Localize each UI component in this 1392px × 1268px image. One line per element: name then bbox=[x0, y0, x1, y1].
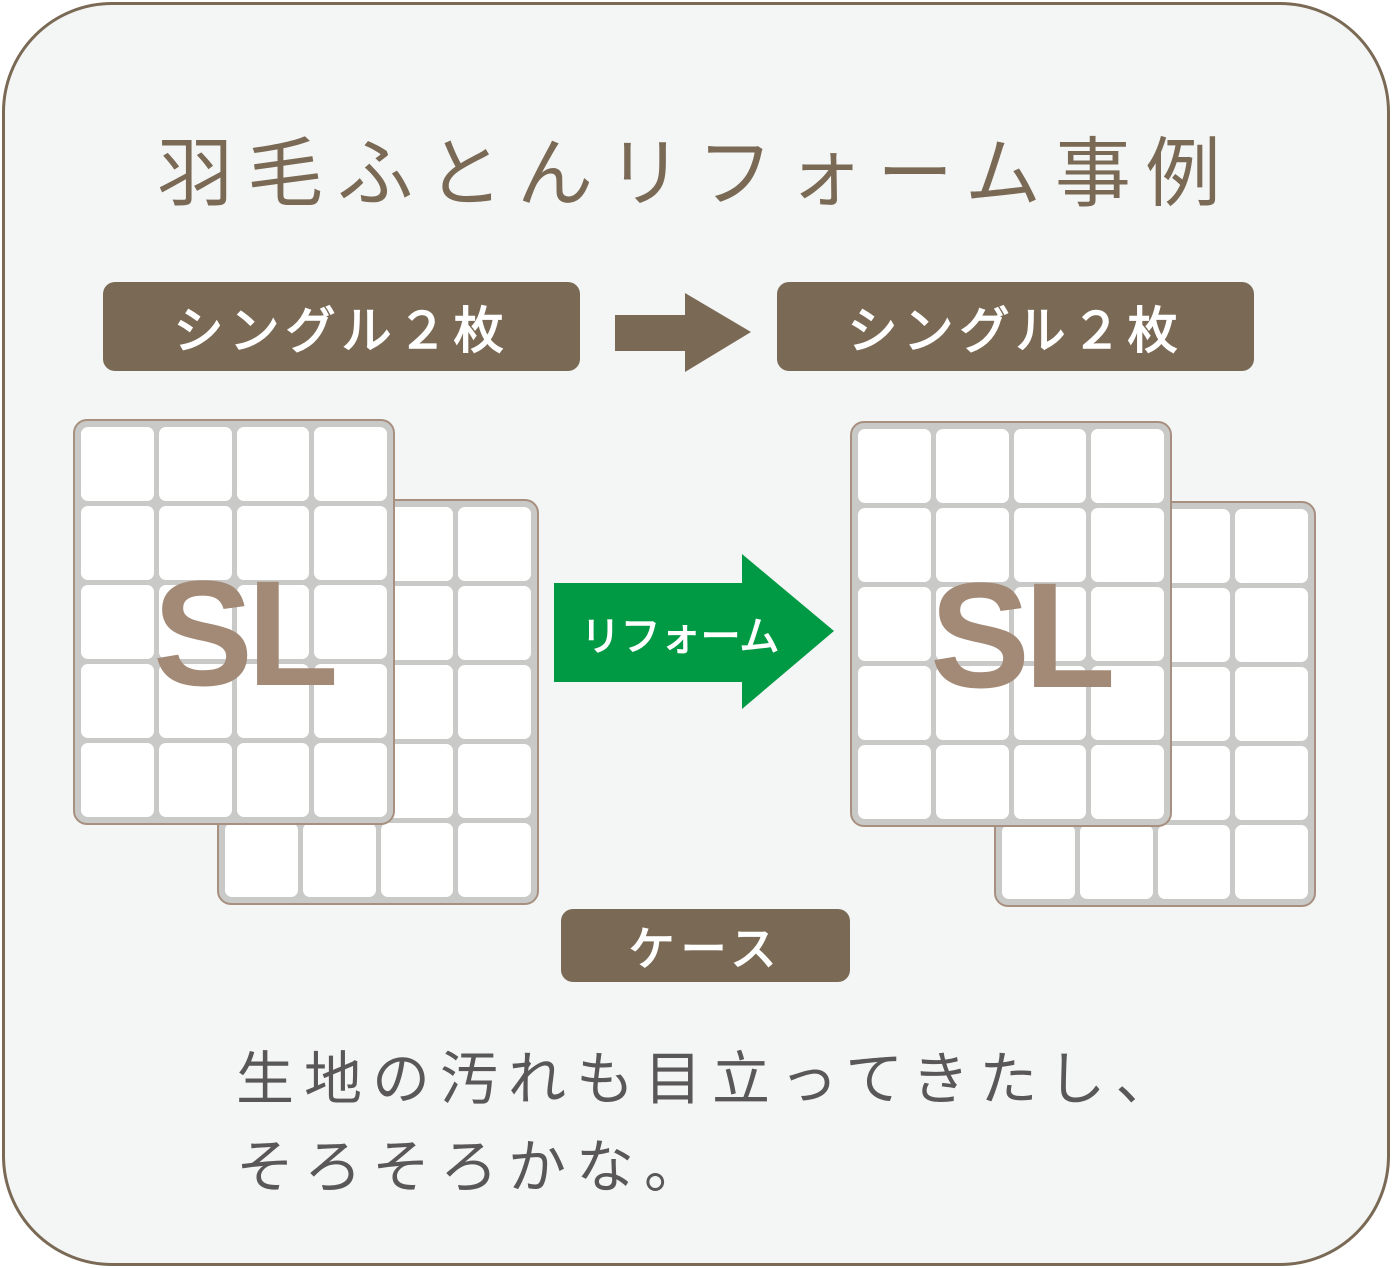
quilt-cell bbox=[314, 585, 387, 659]
quilt-cell bbox=[81, 506, 154, 580]
quilt-cell bbox=[1235, 825, 1308, 899]
quilt-after-front bbox=[850, 421, 1172, 827]
quilt-cell bbox=[236, 585, 310, 659]
quilt-cell bbox=[458, 586, 531, 660]
quilt-cell bbox=[1013, 587, 1087, 661]
quilt-before-front bbox=[73, 419, 395, 825]
quilt-cell bbox=[935, 666, 1009, 740]
quilt-cell bbox=[935, 429, 1009, 503]
quilt-cell bbox=[1091, 429, 1164, 503]
quilt-cell bbox=[1235, 509, 1308, 583]
quilt-size-before: SL bbox=[153, 549, 339, 717]
quilt-cell bbox=[1091, 666, 1164, 740]
quilt-cell bbox=[158, 664, 232, 738]
page-title: 羽毛ふとんリフォーム事例 bbox=[157, 129, 1235, 218]
after-label: シングル２枚 bbox=[777, 282, 1254, 371]
quilt-cell bbox=[380, 823, 454, 897]
quilt-cell bbox=[1091, 587, 1164, 661]
quilt-cell bbox=[1013, 666, 1087, 740]
message-line-2: そろそろかな。 bbox=[236, 1133, 713, 1201]
quilt-cell bbox=[458, 507, 531, 581]
quilt-cell bbox=[1157, 825, 1231, 899]
quilt-cell bbox=[858, 429, 931, 503]
quilt-cell bbox=[314, 664, 387, 738]
before-label: シングル２枚 bbox=[103, 282, 580, 371]
quilt-cell bbox=[1013, 745, 1087, 819]
quilt-cell bbox=[1235, 667, 1308, 741]
reform-label: リフォーム bbox=[580, 614, 780, 660]
quilt-cell bbox=[1013, 508, 1087, 582]
quilt-size-after: SL bbox=[930, 551, 1116, 719]
quilt-cell bbox=[81, 585, 154, 659]
quilt-cell bbox=[225, 823, 298, 897]
quilt-cell bbox=[314, 427, 387, 501]
quilt-cell bbox=[935, 508, 1009, 582]
quilt-cell bbox=[81, 664, 154, 738]
quilt-cell bbox=[935, 745, 1009, 819]
quilt-cell bbox=[236, 743, 310, 817]
quilt-cell bbox=[158, 506, 232, 580]
quilt-cell bbox=[458, 823, 531, 897]
quilt-cell bbox=[1013, 429, 1087, 503]
quilt-cell bbox=[236, 427, 310, 501]
arrow-right-icon bbox=[615, 293, 751, 372]
quilt-cell bbox=[458, 665, 531, 739]
quilt-cell bbox=[1235, 588, 1308, 662]
quilt-cell bbox=[458, 744, 531, 818]
quilt-cell bbox=[935, 587, 1009, 661]
quilt-cell bbox=[314, 743, 387, 817]
quilt-cell bbox=[236, 506, 310, 580]
reform-arrow-icon bbox=[554, 554, 834, 709]
quilt-cell bbox=[81, 427, 154, 501]
quilt-cell bbox=[858, 666, 931, 740]
quilt-cell bbox=[1091, 508, 1164, 582]
quilt-cell bbox=[314, 506, 387, 580]
message-line-1: 生地の汚れも目立ってきたし、 bbox=[236, 1045, 1184, 1113]
quilt-cell bbox=[158, 427, 232, 501]
quilt-cell bbox=[1091, 745, 1164, 819]
quilt-cell bbox=[1235, 746, 1308, 820]
quilt-cell bbox=[236, 664, 310, 738]
quilt-cell bbox=[158, 743, 232, 817]
quilt-cell bbox=[1079, 825, 1153, 899]
case-label: ケース bbox=[561, 909, 850, 982]
quilt-cell bbox=[158, 585, 232, 659]
quilt-cell bbox=[858, 587, 931, 661]
quilt-cell bbox=[81, 743, 154, 817]
quilt-cell bbox=[858, 745, 931, 819]
quilt-cell bbox=[302, 823, 376, 897]
quilt-cell bbox=[858, 508, 931, 582]
quilt-cell bbox=[1002, 825, 1075, 899]
